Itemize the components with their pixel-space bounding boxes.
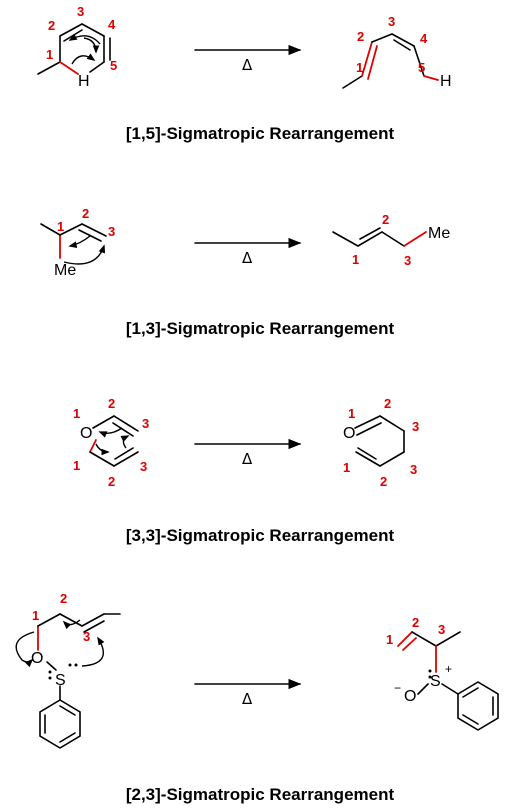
condition-label: Δ	[242, 690, 253, 708]
reaction-title: [3,3]-Sigmatropic Rearrangement	[126, 526, 395, 545]
atom-number: 1	[348, 406, 355, 421]
atom-number: 4	[108, 17, 116, 32]
atom-label: Me	[428, 225, 450, 242]
atom-number: 3	[388, 14, 395, 29]
atom-label: O	[343, 425, 355, 442]
atom-number: 3	[140, 459, 147, 474]
atom-number: 1	[73, 406, 80, 421]
atom-number: 1	[32, 608, 39, 623]
atom-label: O	[31, 650, 43, 667]
atom-number: 1	[356, 60, 363, 75]
atom-number: 2	[82, 206, 89, 221]
reaction-4: 1 2 3 O S Δ 1 2 3 O S −	[15, 591, 499, 804]
atom-number: 3	[142, 416, 149, 431]
atom-label: H	[78, 73, 90, 90]
reaction-title: [2,3]-Sigmatropic Rearrangement	[126, 785, 395, 804]
reaction-2-product: 1 2 3 Me	[332, 212, 450, 268]
atom-number: 1	[46, 47, 53, 62]
atom-number: 3	[404, 253, 411, 268]
atom-number: 1	[343, 460, 350, 475]
atom-number: 3	[410, 462, 417, 477]
atom-number: 2	[357, 29, 364, 44]
atom-number: 2	[382, 212, 389, 227]
reaction-4-reactant: 1 2 3 O S	[15, 591, 121, 749]
atom-number: 2	[384, 396, 391, 411]
atom-number: 2	[108, 474, 115, 489]
atom-label: H	[440, 73, 452, 90]
atom-number: 4	[420, 31, 428, 46]
atom-number: 1	[352, 252, 359, 267]
atom-number: 1	[57, 219, 64, 234]
reaction-title: [1,3]-Sigmatropic Rearrangement	[126, 319, 395, 338]
atom-number: 2	[380, 474, 387, 489]
atom-number: 1	[386, 632, 393, 647]
reaction-3-reactant: 1 2 3 1 2 3 O	[73, 396, 149, 489]
atom-number: 5	[418, 60, 425, 75]
atom-label: S	[55, 672, 66, 689]
reaction-2: 1 2 3 Me Δ 1 2 3 Me [1,3]-Sigmatropic Re…	[40, 206, 450, 338]
reaction-1: 1 2 3 4 5 H Δ 1 2 3 4 5 H [1,5]-Sigmatro…	[37, 4, 452, 143]
atom-number: 3	[438, 622, 445, 637]
reaction-1-product: 1 2 3 4 5 H	[342, 14, 452, 90]
reaction-1-reactant: 1 2 3 4 5 H	[37, 4, 117, 90]
condition-label: Δ	[242, 450, 253, 468]
atom-label: O	[404, 688, 416, 705]
condition-label: Δ	[242, 56, 253, 74]
atom-number: 2	[412, 615, 419, 630]
atom-label: Me	[54, 262, 76, 279]
atom-number: 3	[412, 419, 419, 434]
atom-number: 3	[108, 224, 115, 239]
reaction-2-reactant: 1 2 3 Me	[40, 206, 115, 279]
charge-label: +	[445, 662, 452, 676]
condition-label: Δ	[242, 249, 253, 267]
atom-label: S	[430, 673, 441, 690]
atom-number: 5	[110, 58, 117, 73]
atom-number: 2	[60, 591, 67, 606]
atom-number: 1	[73, 458, 80, 473]
charge-label: −	[394, 681, 401, 695]
atom-number: 3	[77, 4, 84, 19]
atom-label: O	[80, 425, 92, 442]
reaction-4-product: 1 2 3 O S − +	[386, 615, 499, 731]
atom-number: 2	[48, 18, 55, 33]
atom-number: 3	[83, 629, 90, 644]
atom-number: 2	[108, 396, 115, 411]
reaction-title: [1,5]-Sigmatropic Rearrangement	[126, 124, 395, 143]
reaction-3: 1 2 3 1 2 3 O Δ 1 2 3 1 2 3 O [3,3]-Sigm…	[73, 396, 419, 545]
reaction-3-product: 1 2 3 1 2 3 O	[343, 396, 419, 489]
